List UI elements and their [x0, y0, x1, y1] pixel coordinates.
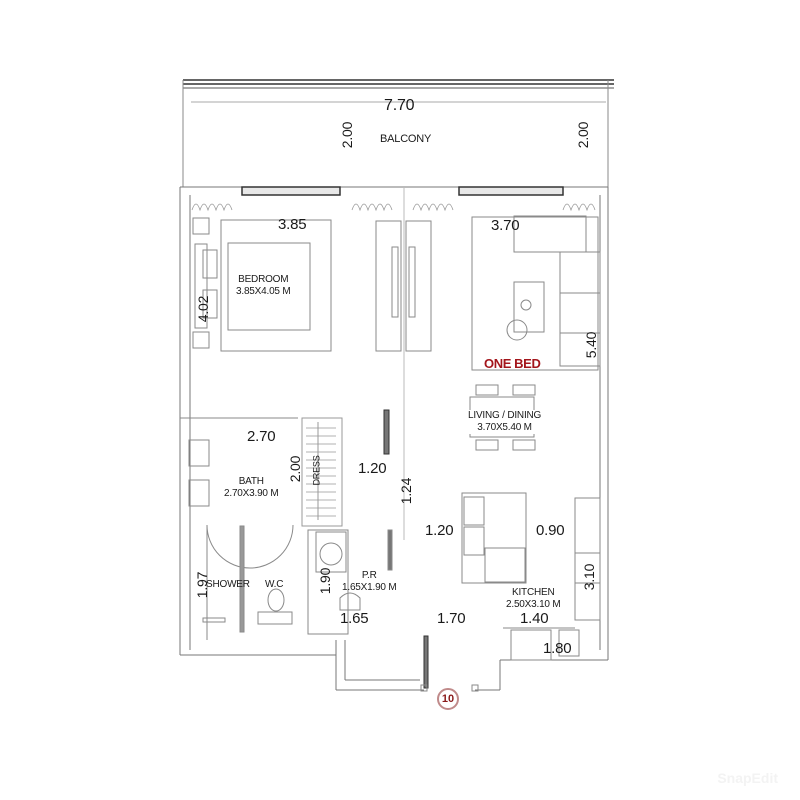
bath-name: BATH	[238, 476, 264, 487]
pr-width-dimension: 1.65	[340, 610, 369, 627]
window-right	[458, 186, 564, 196]
balcony-width-dimension: 7.70	[384, 97, 415, 114]
kitchen-label: KITCHEN 2.50X3.10 M	[506, 588, 561, 610]
kitchen-left-dimension: 1.20	[425, 522, 454, 539]
balcony-label: BALCONY	[380, 133, 432, 145]
powder-room-fixtures	[307, 529, 393, 635]
bath-label: BATH 2.70X3.90 M	[224, 477, 279, 499]
balcony-depth-left: 2.00	[339, 121, 356, 149]
corridor-depth-dimension: 1.24	[398, 477, 415, 505]
bath-width-dimension: 2.70	[247, 428, 276, 445]
dress-depth-dimension: 2.00	[287, 455, 304, 483]
kitchen-store-dimension: 1.80	[543, 640, 572, 657]
door-stop-right	[471, 684, 479, 692]
living-width-dimension: 3.70	[491, 217, 520, 234]
pr-label: P.R 1.65X1.90 M	[342, 571, 397, 593]
kitchen-right-dimension: 0.90	[536, 522, 565, 539]
entrance-door	[423, 635, 429, 689]
bedroom-furniture	[192, 217, 332, 352]
pr-depth-dimension: 1.90	[317, 567, 334, 595]
kitchen-depth-dimension: 3.10	[581, 563, 598, 591]
watermark: SnapEdit	[717, 770, 778, 786]
door-stop-left	[420, 684, 428, 692]
bedroom-width-dimension: 3.85	[278, 216, 307, 233]
wardrobes	[375, 187, 432, 540]
corridor-width-dimension: 1.20	[358, 460, 387, 477]
pr-name: P.R	[361, 570, 377, 581]
corridor-door	[383, 409, 390, 455]
wc-label: W.C	[265, 579, 284, 590]
entrance-width-dimension: 1.70	[437, 610, 466, 627]
curtains	[191, 203, 596, 212]
dress-label: DRESS	[311, 455, 322, 486]
living-dining-size: 3.70X5.40 M	[477, 422, 532, 433]
kitchen-name: KITCHEN	[512, 587, 555, 598]
living-depth-dimension: 5.40	[583, 331, 600, 359]
living-furniture	[471, 215, 601, 371]
bath-size: 2.70X3.90 M	[224, 488, 279, 499]
bedroom-depth-dimension: 4.02	[195, 295, 212, 323]
kitchen-counter-dimension: 1.40	[520, 610, 549, 627]
living-dining-name: LIVING / DINING	[468, 410, 542, 421]
window-left	[241, 186, 341, 196]
kitchen-size: 2.50X3.10 M	[506, 599, 561, 610]
dress-rack	[301, 417, 343, 527]
kitchen-fixtures	[461, 492, 601, 661]
bedroom-label: BEDROOM 3.85X4.05 M	[236, 275, 291, 297]
unit-number-badge: 10	[437, 688, 459, 710]
bedroom-size: 3.85X4.05 M	[236, 286, 291, 297]
living-dining-label: LIVING / DINING 3.70X5.40 M	[466, 410, 544, 434]
bedroom-name: BEDROOM	[238, 274, 289, 285]
pr-size: 1.65X1.90 M	[342, 582, 397, 593]
shower-label: SHOWER	[206, 579, 250, 590]
balcony-depth-right: 2.00	[575, 121, 592, 149]
unit-type-label: ONE BED	[484, 356, 541, 371]
bath-fixtures	[180, 417, 298, 640]
balcony-outline	[182, 79, 614, 187]
